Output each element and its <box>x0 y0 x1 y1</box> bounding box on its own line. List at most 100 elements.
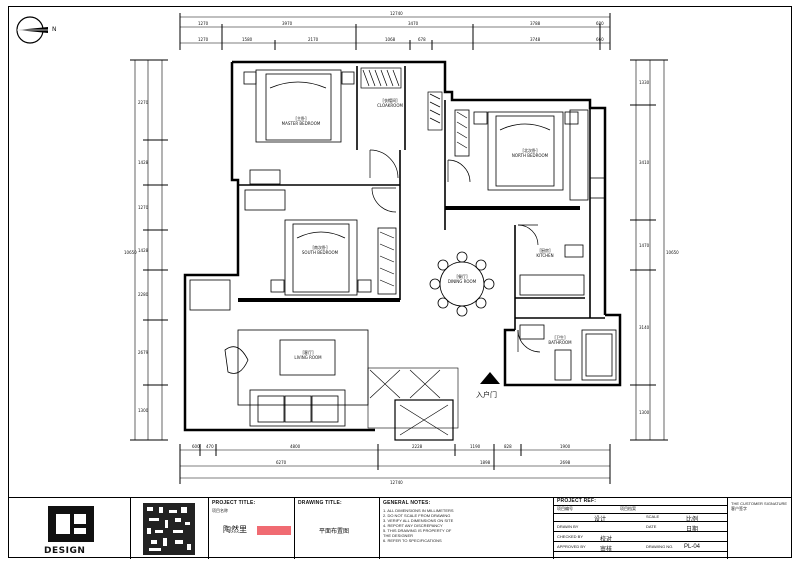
drawing-sheet <box>8 6 792 558</box>
dim-left-6: 2679 <box>138 350 149 355</box>
project-ref-label: PROJECT REF: <box>557 498 597 504</box>
dim-top-r2-2: 1580 <box>242 37 253 42</box>
dim-bot-r1-1: 600 <box>192 444 200 449</box>
note-line-5: 5. THIS DRAWING IS PROPERTY OF <box>383 528 452 533</box>
drawing-no-label: DRAWING NO. <box>646 544 674 549</box>
note-line-1: 1. ALL DIMENSIONS IN MILLIMETERS <box>383 508 454 513</box>
dim-left-3: 1270 <box>138 205 149 210</box>
project-title-sub: 项目名称 <box>212 508 228 513</box>
note-line-3: 3. VERIFY ALL DIMENSIONS ON SITE <box>383 518 454 523</box>
room-south-cn: [南次卧] <box>312 245 328 250</box>
dim-right-3: 1470 <box>639 243 650 248</box>
drawing-title-label: DRAWING TITLE: <box>298 500 342 506</box>
north-bed-icon <box>454 109 579 191</box>
ref-row-2: 设计 SCALE 比例 <box>554 514 727 523</box>
dim-bot-r1-7: 1900 <box>560 444 571 449</box>
checked-value: 校对 <box>600 537 613 543</box>
project-ref-sub: 项目编号 <box>557 506 573 511</box>
title-block: DESIGN PROJECT TITLE: 项目名称 陶然里 DRAWING T… <box>8 497 792 559</box>
room-north-en: NORTH BEDROOM <box>511 153 549 158</box>
dim-bot-r1-6: 828 <box>504 444 512 449</box>
room-cloak-en: CLOAKROOM <box>377 103 403 108</box>
ref-row-1: 项目编号 项目档案 <box>554 506 727 514</box>
dim-bot-r2-3: 2698 <box>560 460 571 465</box>
room-master-en: MASTER BEDROOM <box>281 121 321 126</box>
project-name: 陶然里 <box>223 525 247 534</box>
general-notes-cell: GENERAL NOTES: 1. ALL DIMENSIONS IN MILL… <box>380 498 554 559</box>
logo-icon <box>48 506 94 542</box>
dim-top-r2-7: 660 <box>596 37 604 42</box>
dim-top-r1-5: 680 <box>596 21 604 26</box>
approved-by-label: APPROVED BY <box>557 544 586 549</box>
entry-door-label: 入户门 <box>476 391 497 399</box>
dim-bot-r1-5: 1190 <box>470 444 481 449</box>
dim-top-r2-5: 678 <box>418 37 426 42</box>
entry-hatch <box>238 206 580 441</box>
dim-right-4: 3140 <box>639 325 650 330</box>
exterior-walls <box>183 60 622 432</box>
dim-top-r1-4: 3788 <box>530 21 541 26</box>
date-label: DATE <box>646 524 657 529</box>
living-furniture-icon <box>189 279 369 427</box>
scale-label: SCALE <box>646 514 660 519</box>
room-bath-cn: [卫生] <box>554 335 566 340</box>
master-bed-icon <box>243 69 355 143</box>
dim-top-r1-3: 3470 <box>408 21 419 26</box>
project-ref-cell: PROJECT REF: 项目编号 项目档案 设计 SCALE 比例 DRAWN… <box>554 498 728 559</box>
dim-left-1: 2270 <box>138 100 149 105</box>
drawing-no: PL-04 <box>684 544 701 550</box>
dim-top-r1-1: 1270 <box>198 21 209 26</box>
bathroom-fixtures-icon <box>519 324 617 381</box>
dim-left-2: 1428 <box>138 160 149 165</box>
date-value: 日期 <box>686 527 699 533</box>
project-title-cell: PROJECT TITLE: 项目名称 陶然里 <box>209 498 295 559</box>
note-line-6: THE DESIGNER <box>383 533 414 538</box>
dim-left-4: 1428 <box>138 248 149 253</box>
floor-plan <box>16 13 668 484</box>
room-cloak-cn: [衣帽间] <box>382 98 398 103</box>
room-master-cn: [主卧] <box>295 116 307 121</box>
door-swings <box>369 149 541 353</box>
dim-left-total: 10650 <box>124 250 137 255</box>
note-line-7: 6. REFER TO SPECIFICATIONS <box>383 538 442 543</box>
dim-bot-total: 12740 <box>390 480 403 485</box>
compass-icon <box>16 16 48 44</box>
compass-label: N <box>52 26 57 33</box>
dim-top-r2-3: 2170 <box>308 37 319 42</box>
redaction-bar <box>257 526 291 535</box>
note-line-4: 4. REPORT ANY DISCREPANCY <box>383 523 443 528</box>
room-kitchen-cn: [厨房] <box>539 248 551 253</box>
dim-top-r2-1: 1270 <box>198 37 209 42</box>
left-dimension-lines <box>130 59 168 441</box>
customer-sub: 客户签字 <box>731 506 747 511</box>
customer-label: THE CUSTOMER SIGNATURE <box>731 501 788 506</box>
room-master: [主卧] MASTER BEDROOM <box>276 116 326 126</box>
scale-value: 比例 <box>686 517 699 523</box>
room-kitchen-en: KITCHEN <box>536 253 554 258</box>
room-kitchen: [厨房] KITCHEN <box>528 248 562 258</box>
note-line-2: 2. DO NOT SCALE FROM DRAWING <box>383 513 451 518</box>
dim-right-2: 3410 <box>639 160 650 165</box>
dim-top-r2-6: 3748 <box>530 37 541 42</box>
dim-bot-r1-4: 2228 <box>412 444 423 449</box>
general-notes-label: GENERAL NOTES: <box>383 500 431 506</box>
dining-table-icon <box>429 251 495 317</box>
ref-row-5: APPROVED BY 审核 DRAWING NO. PL-04 <box>554 544 727 553</box>
project-ref-value: 项目档案 <box>620 506 636 511</box>
room-dining: [餐厅] DINING ROOM <box>442 274 482 284</box>
ref-row-4: CHECKED BY 校对 <box>554 534 727 543</box>
room-living-cn: [客厅] <box>302 350 314 355</box>
project-title-label: PROJECT TITLE: <box>212 500 256 506</box>
room-bath: [卫生] BATHROOM <box>540 335 580 345</box>
logo-cell: DESIGN <box>8 498 131 559</box>
south-bed-icon <box>244 169 397 296</box>
room-north-cn: [北次卧] <box>522 148 538 153</box>
approved-value: 审核 <box>600 547 613 553</box>
dim-right-total: 10650 <box>666 250 679 255</box>
room-living-en: LIVING ROOM <box>294 355 322 360</box>
dim-right-1: 1330 <box>639 80 650 85</box>
kitchen-counter-icon <box>519 109 606 296</box>
dim-bot-r2-1: 6270 <box>276 460 287 465</box>
ref-row-3: DRAWN BY DATE 日期 <box>554 524 727 533</box>
dim-top-r1-2: 3970 <box>282 21 293 26</box>
